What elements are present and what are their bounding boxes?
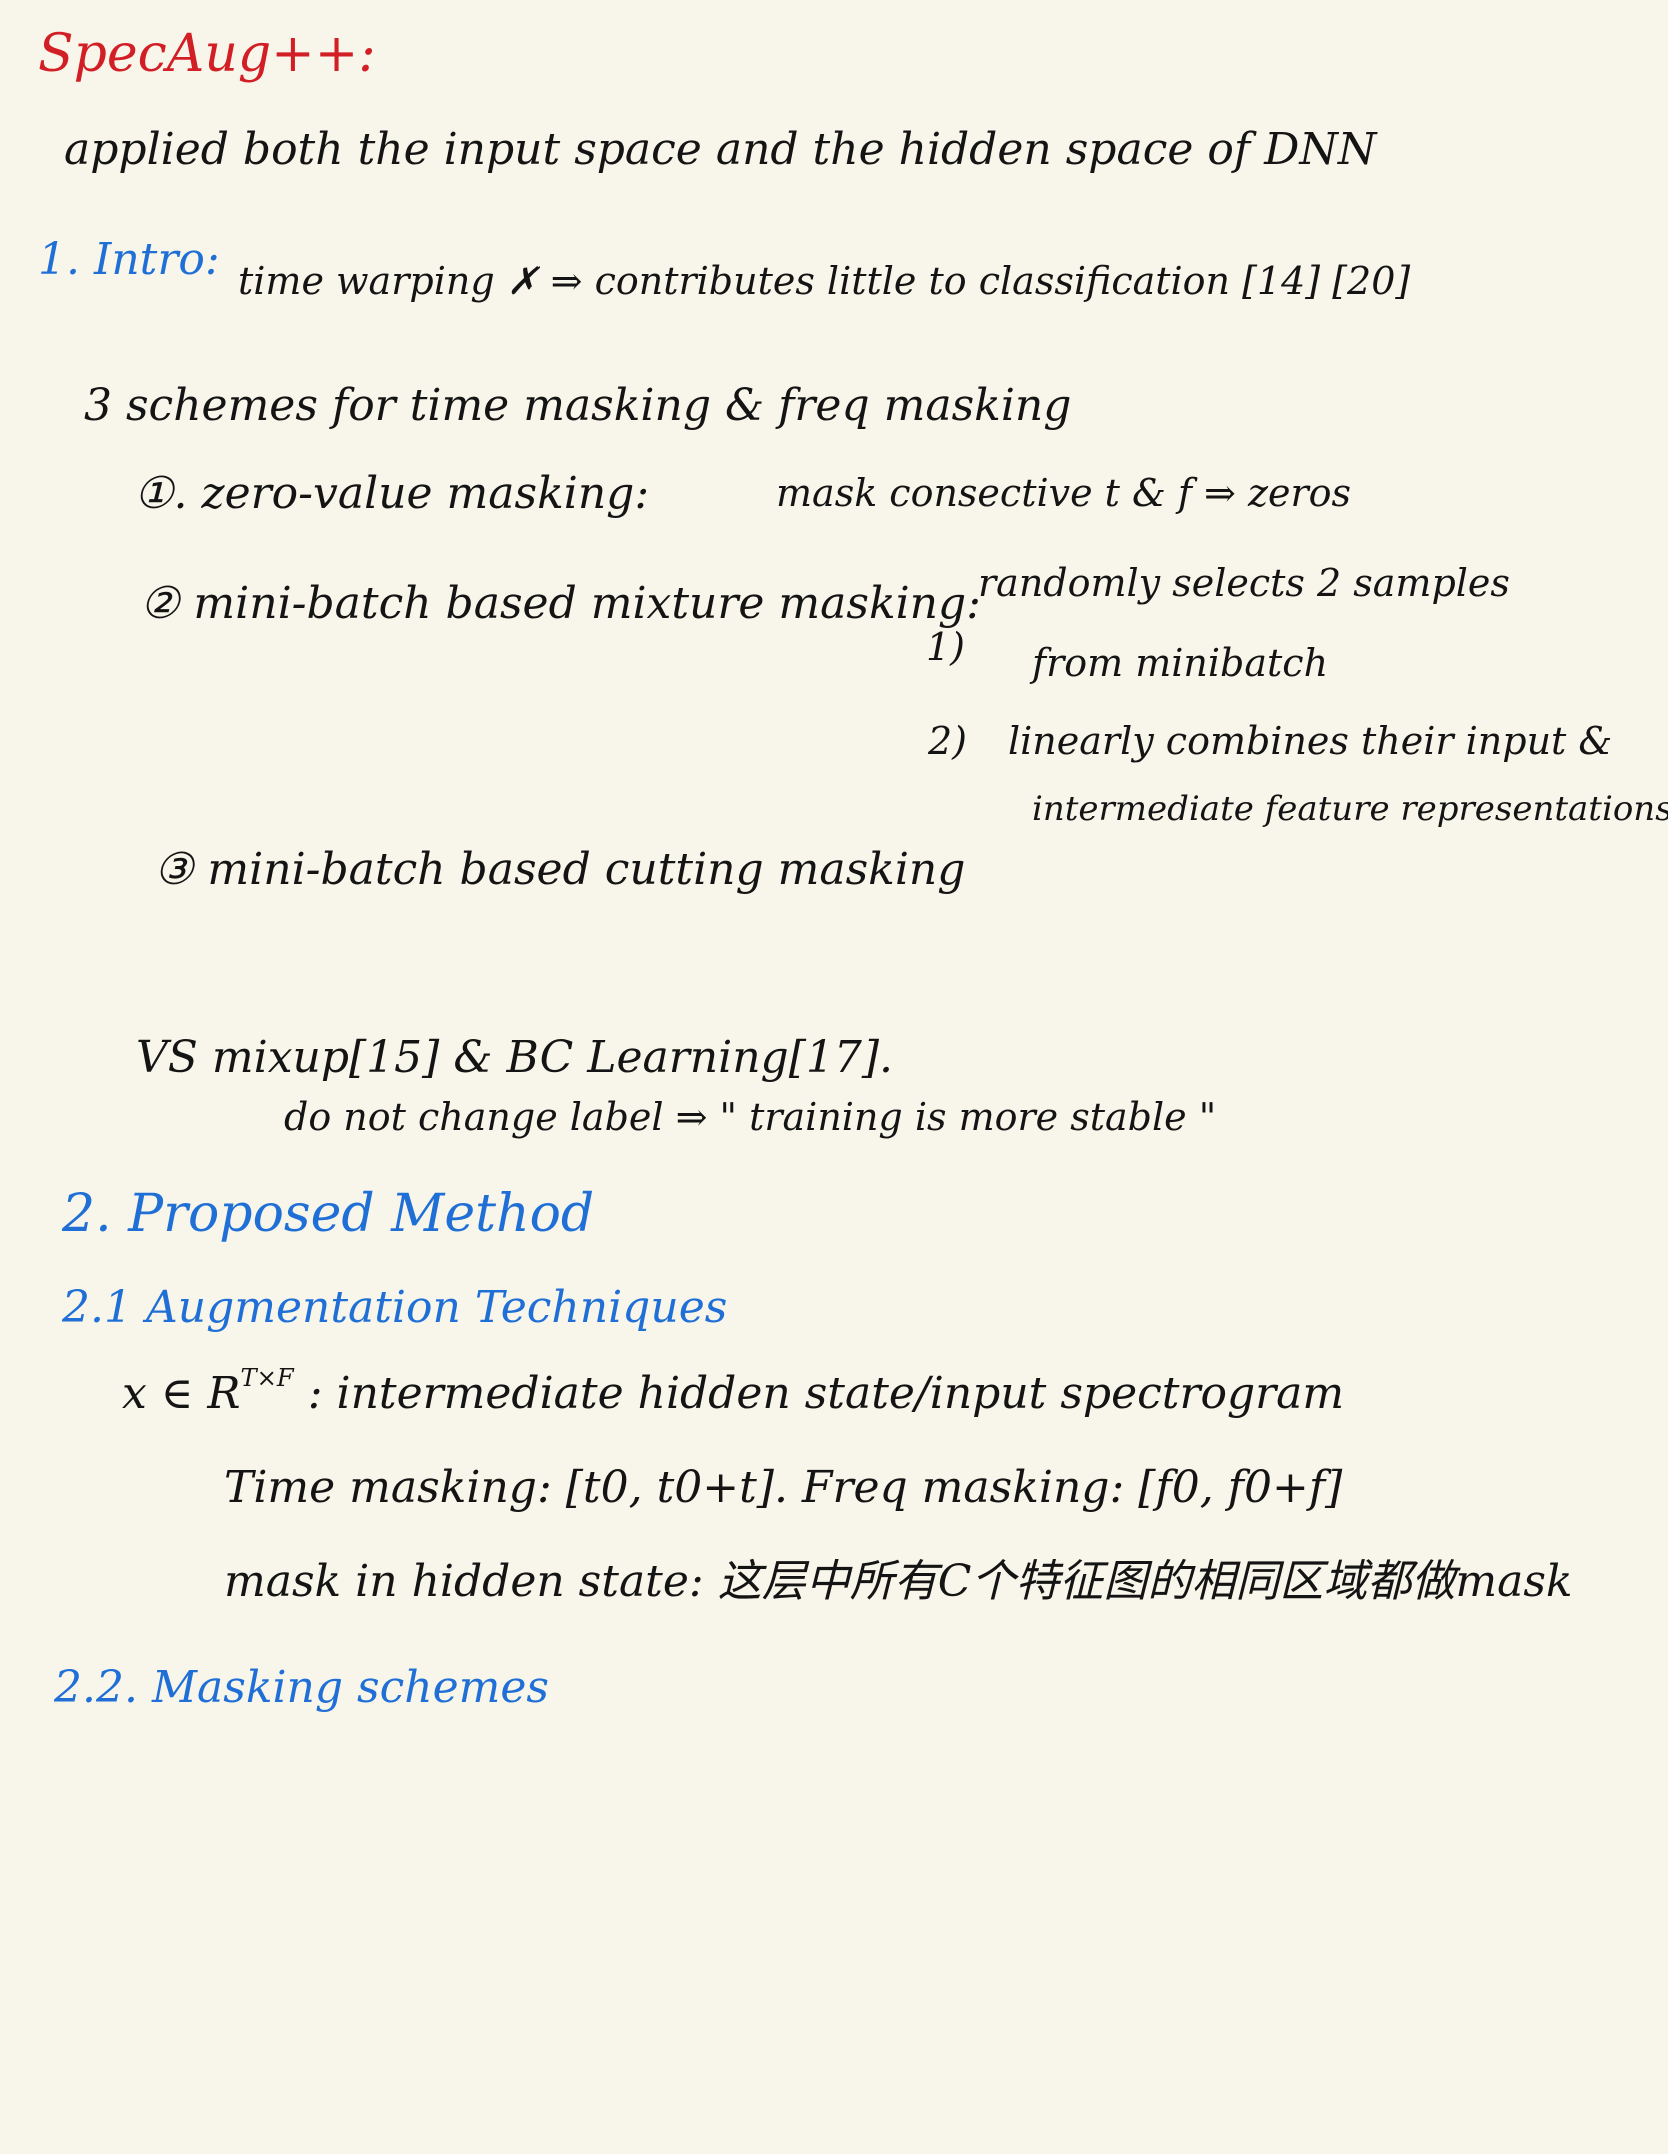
space-description: : intermediate hidden state/input spectr… [307, 1367, 1345, 1419]
subsection-2-2-heading: 2.2. Masking schemes [54, 1662, 549, 1713]
subsection-2-1-heading: 2.1 Augmentation Techniques [62, 1282, 728, 1333]
scheme-2-label: ② mini-batch based mixture masking: [140, 578, 982, 629]
hidden-state-mask-note: mask in hidden state: 这层中所有C个特征图的相同区域都做m… [224, 1556, 1573, 1607]
schemes-line: 3 schemes for time masking & freq maskin… [84, 380, 1072, 431]
space-definition: x ∈ RT×F : intermediate hidden state/inp… [122, 1366, 1344, 1416]
scheme-2-step-2a: linearly combines their input & [1008, 719, 1613, 763]
time-warping-line: time warping ✗ ⇒ contributes little to c… [238, 259, 1411, 303]
scheme-2-step-1a: randomly selects 2 samples [978, 561, 1510, 605]
vs-line: VS mixup[15] & BC Learning[17]. [136, 1032, 894, 1083]
scheme-2-step-2b: intermediate feature representations [1032, 789, 1668, 829]
scheme-1-description: mask consective t & f ⇒ zeros [776, 471, 1352, 515]
summary-line: applied both the input space and the hid… [64, 124, 1377, 175]
method-heading: 2. Proposed Method [62, 1184, 595, 1244]
space-prefix: x ∈ R [122, 1367, 241, 1419]
masking-ranges: Time masking: [t0, t0+t]. Freq masking: … [224, 1462, 1343, 1513]
scheme-3-label: ③ mini-batch based cutting masking [154, 844, 966, 895]
scheme-2-step-1b: from minibatch [1032, 641, 1329, 685]
intro-heading: 1. Intro: [38, 234, 220, 285]
note-title: SpecAug++: [38, 24, 376, 84]
scheme-2-step-1-number: 1) [926, 625, 966, 669]
scheme-2-step-2-number: 2) [928, 719, 968, 763]
scheme-1-label: ①. zero-value masking: [134, 468, 650, 519]
space-superscript: T×F [240, 1364, 294, 1392]
vs-note: do not change label ⇒ " training is more… [284, 1095, 1217, 1139]
